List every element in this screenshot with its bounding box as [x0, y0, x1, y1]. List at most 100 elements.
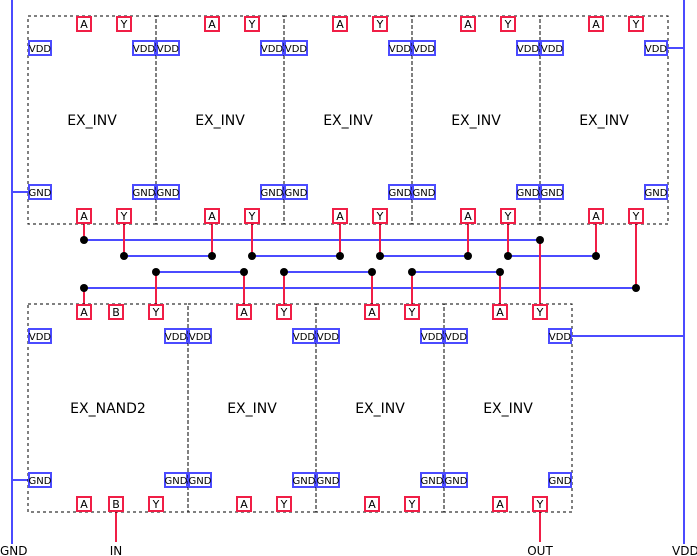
port-label-gnd: GND [0, 544, 28, 556]
pin-vdd-left-label: VDD [29, 332, 52, 343]
junction-dot [280, 268, 288, 276]
pin-bottom-y-box [372, 208, 388, 224]
pin-gnd-left-label: GND [317, 476, 340, 487]
pin-top-y-label: Y [280, 306, 288, 319]
junction-dot [336, 252, 344, 260]
pin-top-y-box [116, 16, 132, 32]
pin-bottom-a-box [588, 208, 604, 224]
pin-gnd-right-box [132, 184, 156, 200]
junction-dot [208, 252, 216, 260]
pin-gnd-left-box [284, 184, 308, 200]
pin-bottom-a-box [460, 208, 476, 224]
pin-bottom-y-label: Y [248, 210, 256, 223]
pin-top-y-box [244, 16, 260, 32]
pin-bottom-y-box [148, 496, 164, 512]
pin-gnd-right-label: GND [389, 188, 412, 199]
pin-vdd-left-label: VDD [413, 44, 436, 55]
pin-bottom-b-label: B [112, 498, 120, 511]
pin-gnd-right-label: GND [133, 188, 156, 199]
cell-name: EX_INV [451, 113, 501, 129]
pin-vdd-left-box [444, 328, 468, 344]
pin-top-y-label: Y [408, 306, 416, 319]
pin-vdd-left-box [188, 328, 212, 344]
pin-vdd-right-label: VDD [549, 332, 572, 343]
pin-gnd-left-label: GND [157, 188, 180, 199]
pin-gnd-left-label: GND [413, 188, 436, 199]
pin-gnd-left-box [28, 184, 52, 200]
pin-vdd-right-box [548, 328, 572, 344]
cell-name: EX_INV [67, 113, 117, 129]
pin-bottom-y-box [532, 496, 548, 512]
pin-vdd-right-box [132, 40, 156, 56]
pin-top-a-box [460, 16, 476, 32]
pin-vdd-right-box [292, 328, 316, 344]
pin-bottom-y-box [404, 496, 420, 512]
pin-top-a-label: A [80, 306, 88, 319]
junction-dot [120, 252, 128, 260]
pin-top-y-label: Y [248, 18, 256, 31]
pin-top-y-box [532, 304, 548, 320]
junction-dot [496, 268, 504, 276]
pin-gnd-right-box [292, 472, 316, 488]
junction-dot [536, 236, 544, 244]
pin-vdd-left-box [28, 328, 52, 344]
pin-vdd-left-box [412, 40, 436, 56]
pin-top-a-box [236, 304, 252, 320]
pin-vdd-right-label: VDD [517, 44, 540, 55]
port-label-out: OUT [527, 544, 553, 556]
pin-vdd-right-label: VDD [389, 44, 412, 55]
pin-top-y-box [148, 304, 164, 320]
pin-vdd-right-box [644, 40, 668, 56]
pin-bottom-a-label: A [240, 498, 248, 511]
pin-vdd-right-label: VDD [165, 332, 188, 343]
pin-gnd-left-label: GND [541, 188, 564, 199]
pin-bottom-a-label: A [464, 210, 472, 223]
pin-top-a-label: A [464, 18, 472, 31]
pin-top-a-box [76, 16, 92, 32]
pin-gnd-right-label: GND [165, 476, 188, 487]
pin-bottom-a-box [332, 208, 348, 224]
pin-vdd-left-label: VDD [285, 44, 308, 55]
pin-bottom-a-box [204, 208, 220, 224]
pin-bottom-y-label: Y [120, 210, 128, 223]
pin-top-y-box [372, 16, 388, 32]
junction-dot [80, 284, 88, 292]
pin-bottom-b-box [108, 496, 124, 512]
pin-bottom-a-box [76, 496, 92, 512]
junction-dot [240, 268, 248, 276]
pin-gnd-right-label: GND [261, 188, 284, 199]
pin-gnd-left-box [156, 184, 180, 200]
pin-top-y-box [404, 304, 420, 320]
cell-name: EX_NAND2 [70, 401, 146, 417]
pin-bottom-y-label: Y [632, 210, 640, 223]
cell-name: EX_INV [323, 113, 373, 129]
pin-gnd-right-label: GND [517, 188, 540, 199]
cell-name: EX_INV [355, 401, 405, 417]
pin-bottom-a-label: A [368, 498, 376, 511]
pin-gnd-left-box [540, 184, 564, 200]
junction-dot [376, 252, 384, 260]
pin-vdd-left-box [316, 328, 340, 344]
pin-top-a-box [204, 16, 220, 32]
pin-top-a-box [364, 304, 380, 320]
wires [11, 0, 685, 544]
pin-top-a-label: A [240, 306, 248, 319]
pin-vdd-right-label: VDD [261, 44, 284, 55]
pin-gnd-left-box [412, 184, 436, 200]
pin-gnd-left-label: GND [29, 476, 52, 487]
junction-dot [592, 252, 600, 260]
junction-dot [464, 252, 472, 260]
junction-dot [152, 268, 160, 276]
pin-bottom-y-label: Y [504, 210, 512, 223]
